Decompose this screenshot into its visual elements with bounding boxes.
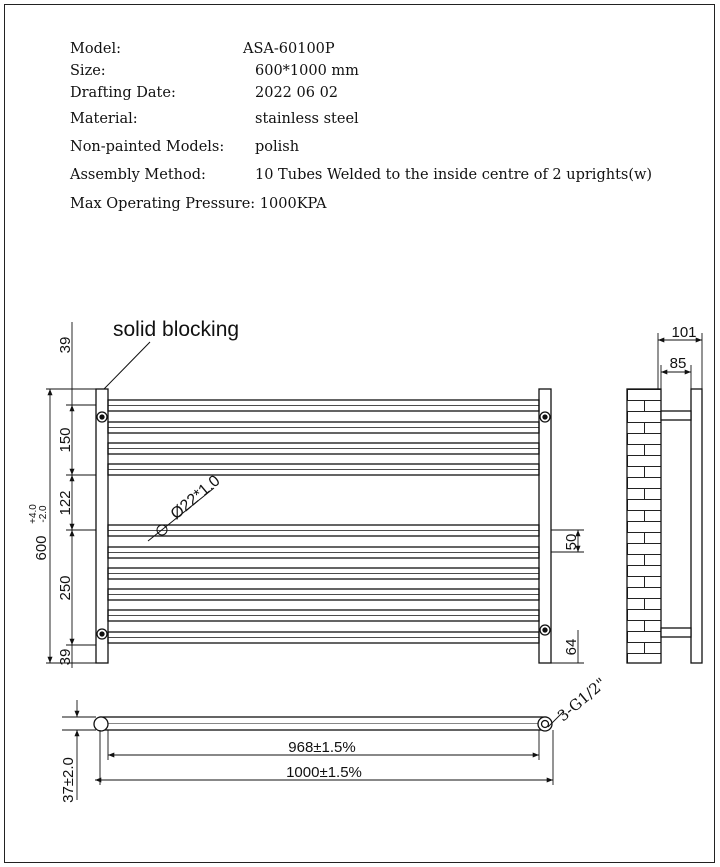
max-pressure-text: Max Operating Pressure: 1000KPA [70, 196, 327, 212]
size-label: Size: [70, 63, 106, 79]
side-view [626, 333, 703, 664]
dim-968: 968±1.5% [288, 739, 355, 756]
wall-bracket [660, 410, 692, 638]
left-upright [95, 388, 109, 664]
right-upright [538, 388, 552, 664]
drafting-date-value: 2022 06 02 [255, 85, 339, 101]
dim-1000: 1000±1.5% [286, 764, 362, 781]
assembly-value: 10 Tubes Welded to the inside centre of … [255, 167, 653, 183]
non-painted-label: Non-painted Models: [70, 139, 225, 155]
drafting-date-label: Drafting Date: [70, 85, 176, 101]
dim-37: 37±2.0 [60, 757, 77, 803]
front-view [46, 322, 584, 668]
left-extension-lines [46, 388, 96, 664]
dim-150: 150 [57, 427, 74, 452]
mounting-bolt-icon [96, 411, 551, 640]
dim-64: 64 [563, 639, 580, 656]
side-upright [690, 388, 703, 664]
size-value: 600*1000 mm [255, 63, 359, 79]
thread-callout: 3-G1/2" [554, 674, 610, 725]
dim-250: 250 [57, 575, 74, 600]
tube-centerlines [108, 405, 539, 638]
left-post-icon [93, 716, 109, 732]
tube-diameter-callout: Ø22*1.0 [168, 472, 224, 523]
model-label: Model: [70, 41, 121, 57]
drawing-frame [4, 4, 715, 863]
dim-50: 50 [563, 534, 580, 551]
solid-blocking-callout: solid blocking [113, 318, 239, 341]
dim-top-39: 39 [57, 337, 74, 354]
material-value: stainless steel [255, 111, 359, 127]
material-label: Material: [70, 111, 138, 127]
model-value: ASA-60100P [243, 41, 335, 57]
assembly-label: Assembly Method: [70, 167, 206, 183]
top-view [62, 700, 564, 800]
dim-101: 101 [671, 324, 696, 341]
dim-height-600: 600 [33, 535, 50, 560]
dim-bottom-39: 39 [57, 649, 74, 666]
thread-port-icon [540, 719, 550, 729]
dim-height-tol-plus: +4.0 [28, 504, 39, 524]
dim-122: 122 [57, 490, 74, 515]
dim-85: 85 [670, 355, 687, 372]
dim-height-tol-minus: -2.0 [38, 505, 49, 523]
brick-wall [626, 388, 662, 664]
non-painted-value: polish [255, 139, 300, 155]
right-post-icon [537, 716, 553, 732]
